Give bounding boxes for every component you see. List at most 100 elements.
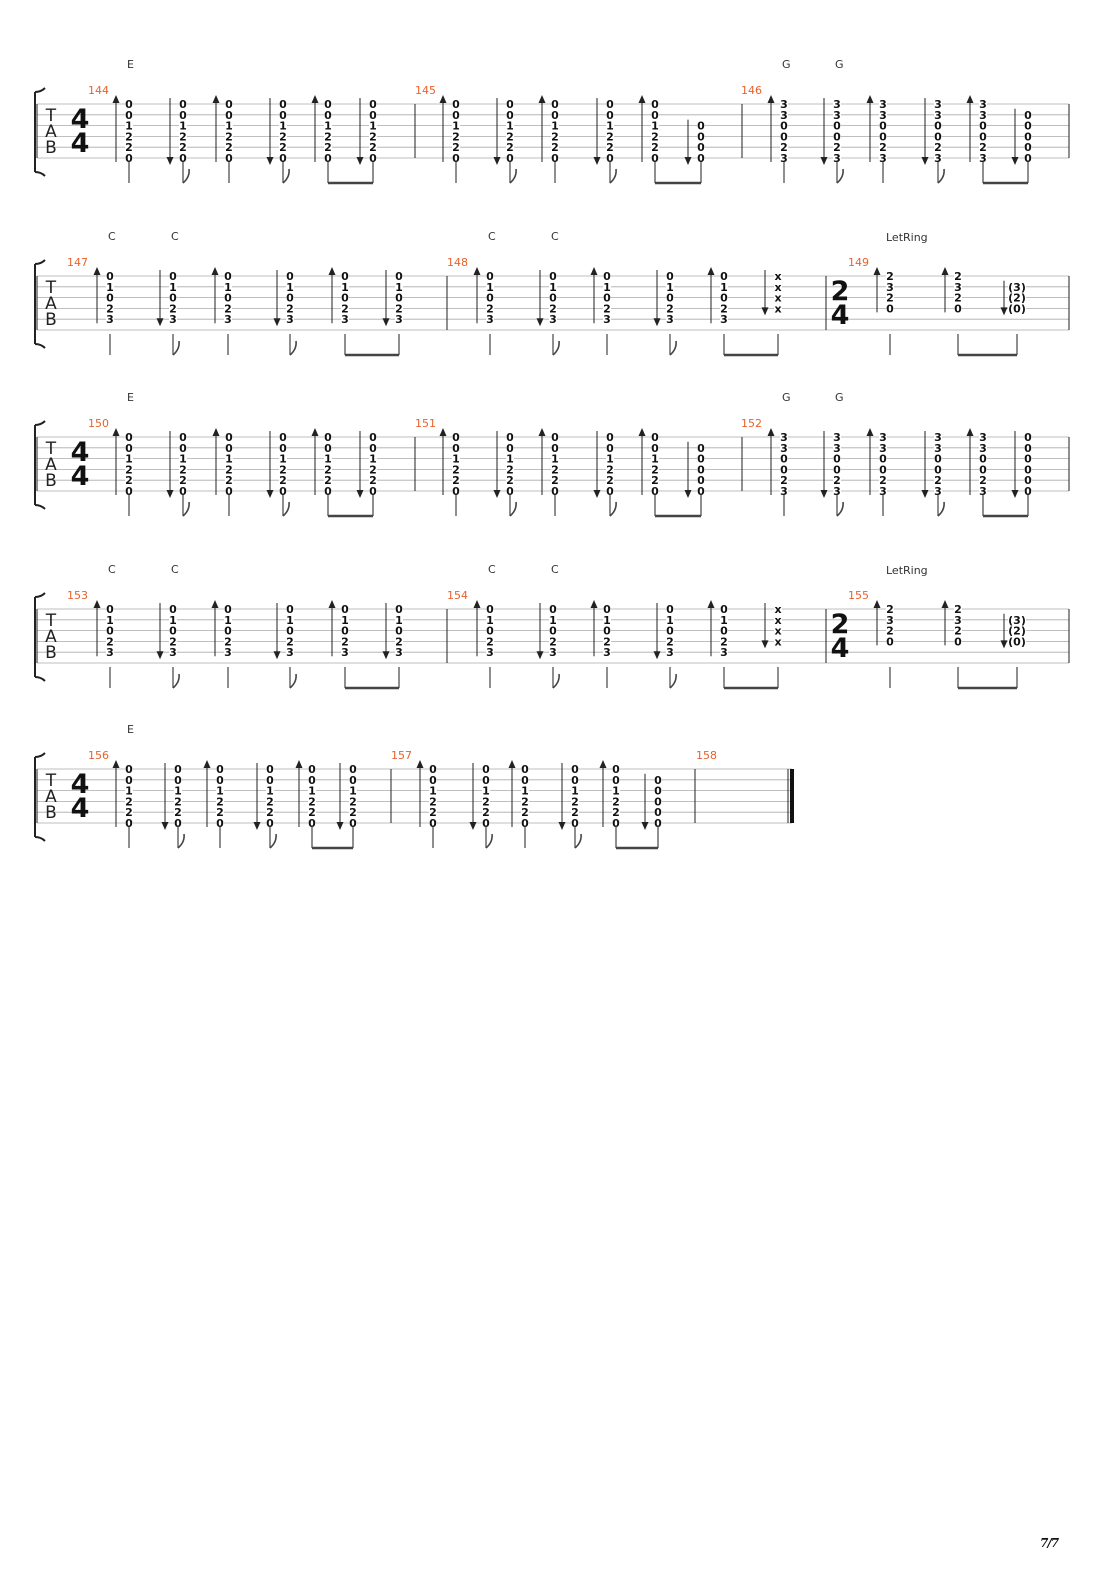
fret-number: 0 xyxy=(369,109,377,122)
fret-number: 0 xyxy=(1024,130,1032,143)
fret-number: 0 xyxy=(308,763,316,776)
fret-backing xyxy=(651,433,659,443)
fret-number: 3 xyxy=(879,442,887,455)
upstroke-arrow-icon xyxy=(767,95,775,103)
fret-backing xyxy=(174,808,182,819)
fret-number: 2 xyxy=(125,474,133,487)
fret-number: 2 xyxy=(225,141,233,154)
fret-backing xyxy=(549,637,557,648)
system-bracket xyxy=(34,752,46,842)
fret-backing xyxy=(225,487,233,497)
fret-number: 0 xyxy=(452,109,460,122)
fret-backing xyxy=(1024,443,1032,454)
fret-number: 3 xyxy=(106,313,114,326)
fret-backing xyxy=(979,487,987,497)
fret-number: 3 xyxy=(666,313,674,326)
fret-backing xyxy=(324,433,332,443)
fret-backing xyxy=(879,433,887,443)
fret-backing xyxy=(395,315,403,326)
upstroke-arrow-icon xyxy=(538,95,546,103)
downstroke-arrow-icon xyxy=(156,318,164,327)
fret-backing xyxy=(279,143,287,154)
tab-clef-letter: B xyxy=(45,138,57,158)
fret-backing xyxy=(654,808,662,819)
fret-number: 0 xyxy=(179,442,187,455)
fret-number: 0 xyxy=(612,763,620,776)
fret-number: 0 xyxy=(697,442,705,455)
fret-number: 3 xyxy=(979,109,987,122)
time-signature-top: 4 xyxy=(71,104,90,135)
fret-number: 0 xyxy=(308,817,316,830)
fret-number: 1 xyxy=(169,281,177,294)
fret-backing xyxy=(279,121,287,132)
time-signature-bottom: 4 xyxy=(831,300,850,331)
chord-name: G xyxy=(835,391,844,404)
fret-number: 0 xyxy=(571,774,579,787)
fret-backing xyxy=(179,132,187,143)
fret-backing xyxy=(324,465,332,476)
fret-number: 0 xyxy=(224,625,232,638)
fret-number: 0 xyxy=(169,625,177,638)
fret-number: 2 xyxy=(125,806,133,819)
fret-backing xyxy=(666,615,674,626)
fret-backing xyxy=(106,648,114,659)
fret-number: 2 xyxy=(651,463,659,476)
fret-number: 0 xyxy=(349,774,357,787)
fret-backing xyxy=(780,465,788,476)
fret-number: 2 xyxy=(486,635,494,648)
fret-backing xyxy=(780,110,788,121)
fret-backing xyxy=(266,775,274,786)
fret-number: 1 xyxy=(506,453,514,466)
fret-backing xyxy=(169,272,177,282)
fret-backing xyxy=(603,615,611,626)
fret-number: 2 xyxy=(720,302,728,315)
tab-clef-letter: B xyxy=(45,310,57,330)
fret-number: 2 xyxy=(452,130,460,143)
fret-number: 0 xyxy=(225,442,233,455)
fret-number: 3 xyxy=(780,152,788,165)
fret-backing xyxy=(279,154,287,164)
fret-backing xyxy=(125,132,133,143)
fret-backing xyxy=(934,143,942,154)
fret-backing xyxy=(934,121,942,132)
downstroke-arrow-icon xyxy=(593,490,601,498)
fret-backing xyxy=(1024,132,1032,143)
fret-backing xyxy=(486,282,494,293)
fret-backing xyxy=(506,454,514,465)
fret-number: 2 xyxy=(106,302,114,315)
tab-clef-letter: T xyxy=(45,439,57,459)
measure-number: 152 xyxy=(741,417,762,430)
fret-number: 3 xyxy=(780,109,788,122)
fret-backing xyxy=(886,626,894,637)
fret-number: 0 xyxy=(603,625,611,638)
fret-number: 0 xyxy=(879,130,887,143)
fret-backing xyxy=(341,304,349,315)
chord-name: C xyxy=(171,563,179,576)
fret-number: 0 xyxy=(780,120,788,133)
downstroke-arrow-icon xyxy=(593,157,601,165)
eighth-flag-icon xyxy=(289,673,297,689)
fret-number: 0 xyxy=(429,817,437,830)
fret-number: 0 xyxy=(666,625,674,638)
fret-backing xyxy=(286,272,294,282)
downstroke-arrow-icon xyxy=(653,318,661,327)
fret-backing xyxy=(452,121,460,132)
dead-note: x xyxy=(774,302,781,315)
fret-number: 1 xyxy=(549,281,557,294)
fret-backing xyxy=(369,476,377,487)
fret-number: 3 xyxy=(833,98,841,111)
measure-number: 154 xyxy=(447,589,468,602)
fret-backing xyxy=(934,443,942,454)
fret-number: 0 xyxy=(879,453,887,466)
fret-number: 0 xyxy=(1024,109,1032,122)
fret-backing xyxy=(954,626,962,637)
fret-backing xyxy=(125,765,133,775)
fret-backing xyxy=(395,272,403,282)
fret-number: 2 xyxy=(324,474,332,487)
fret-number: (2) xyxy=(1008,625,1026,638)
measure-number: 155 xyxy=(848,589,869,602)
fret-backing xyxy=(666,282,674,293)
fret-backing xyxy=(324,443,332,454)
downstroke-arrow-icon xyxy=(356,490,364,498)
